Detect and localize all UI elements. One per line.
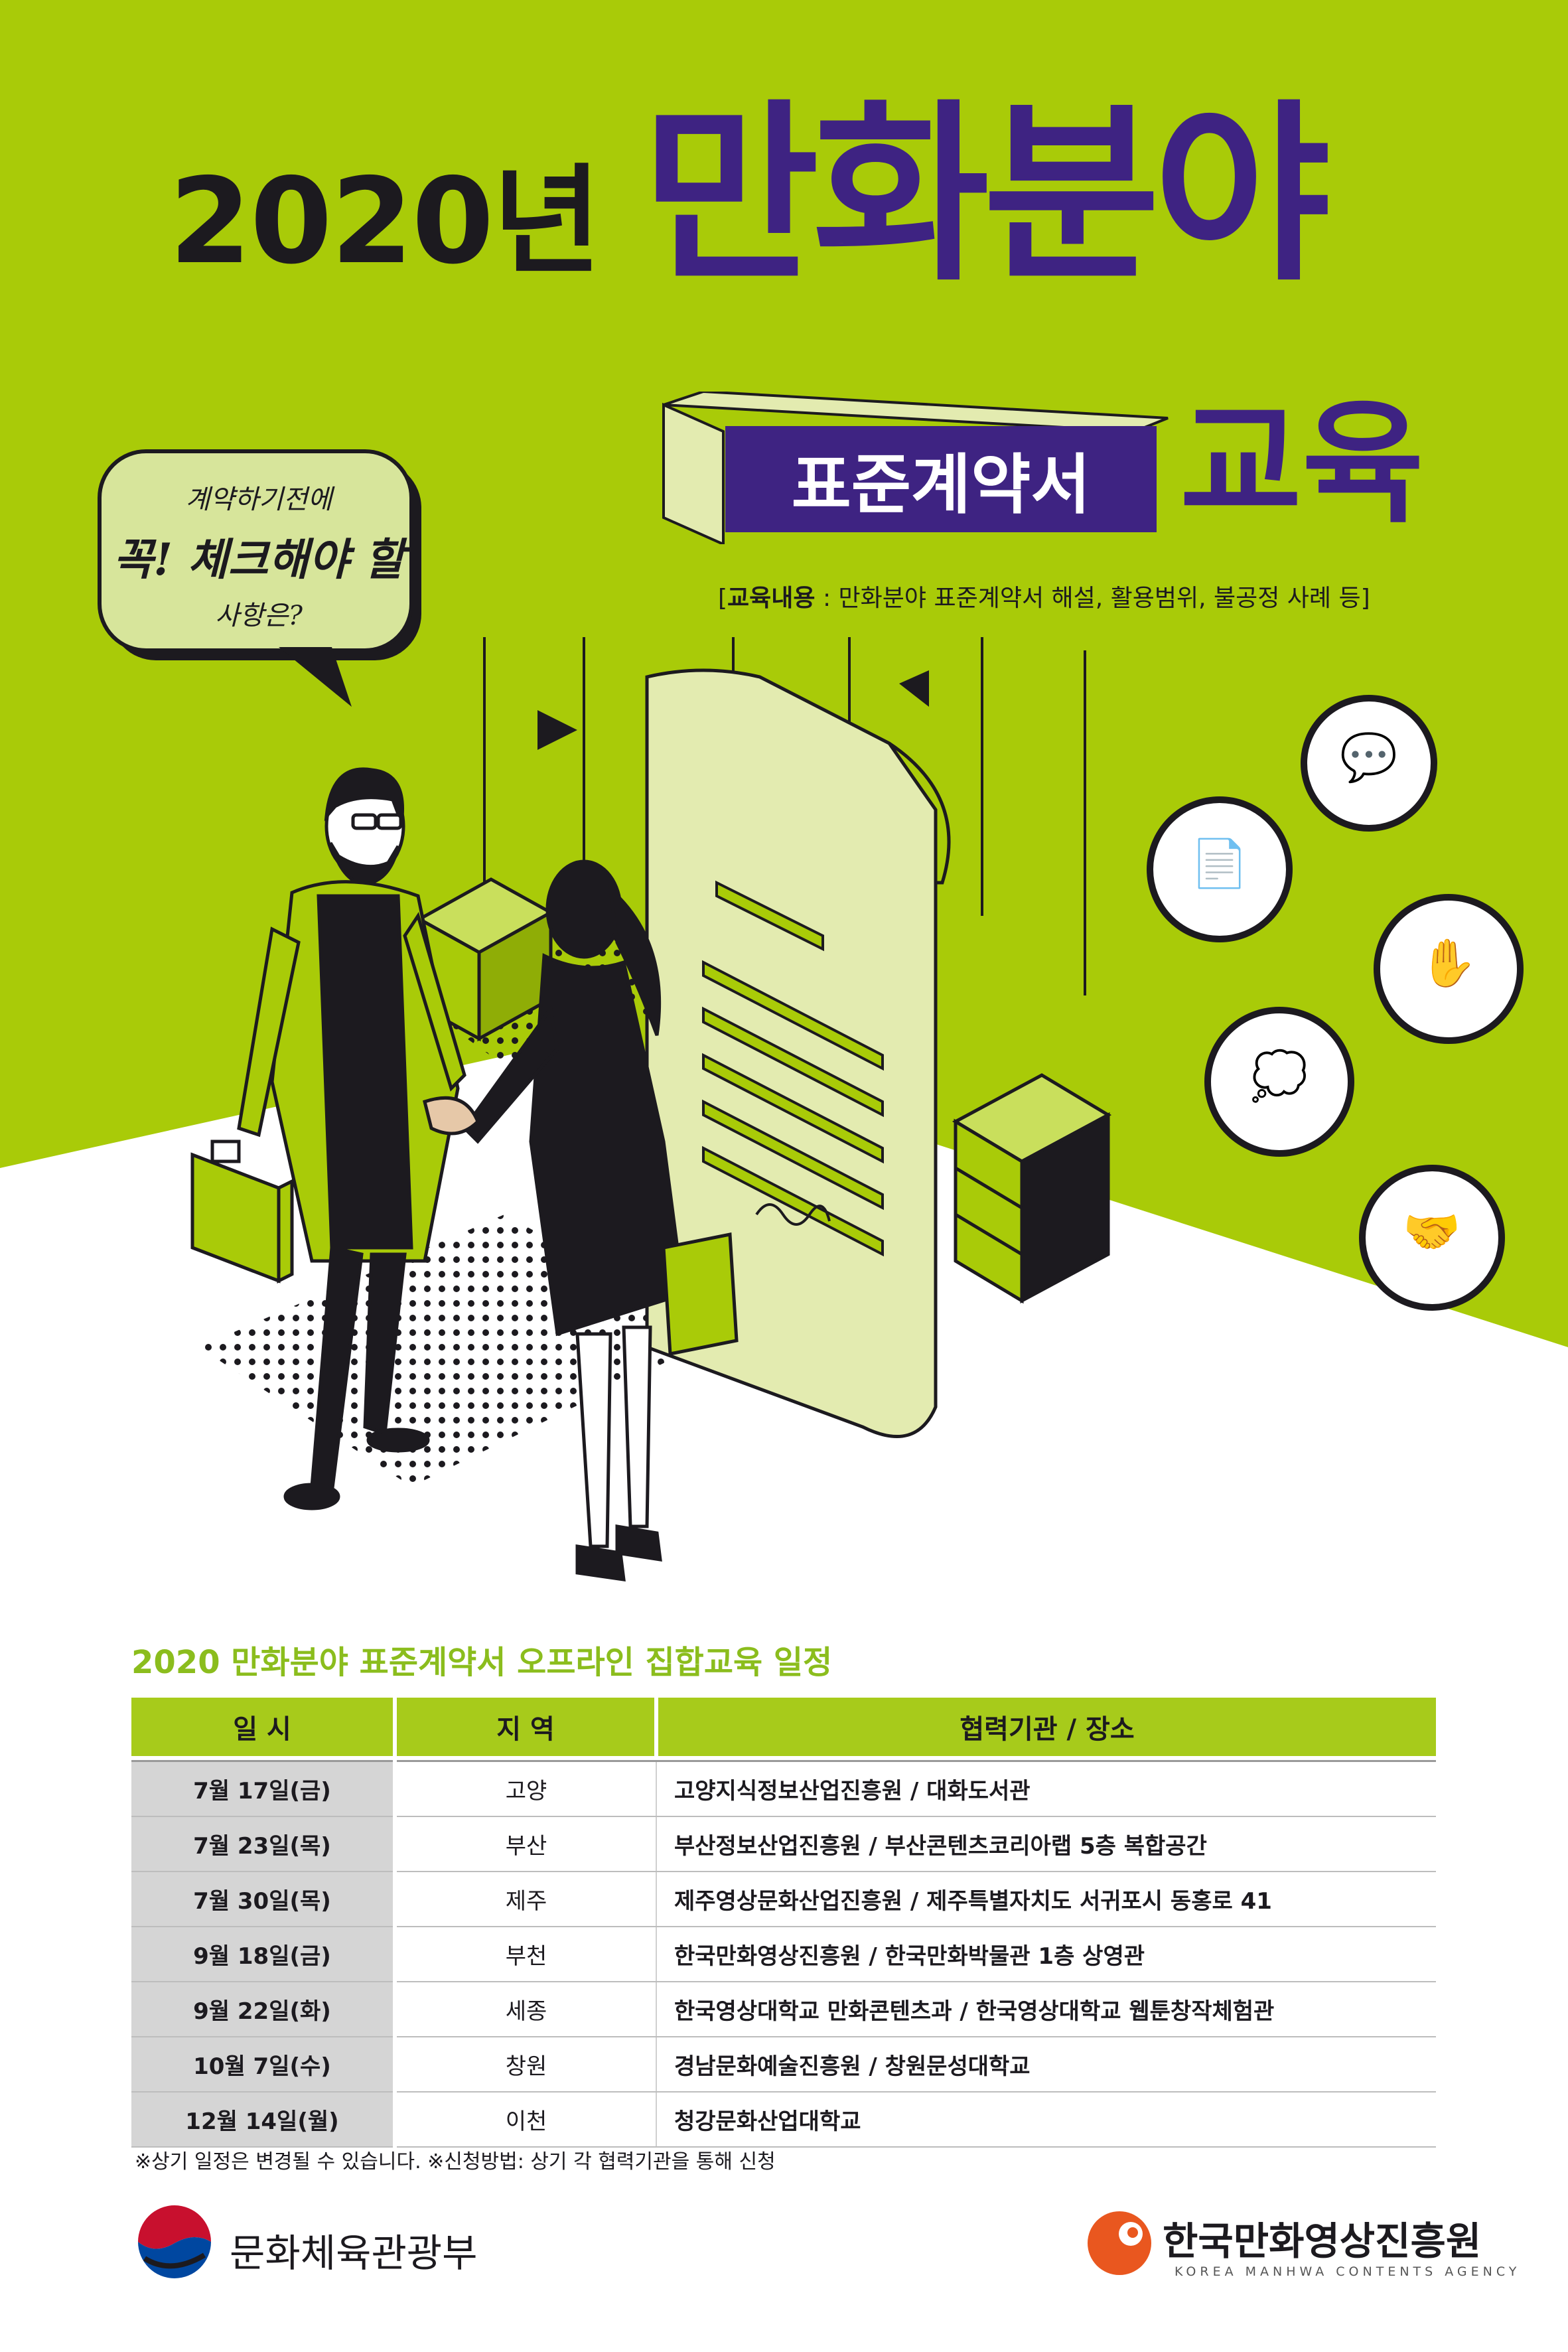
- row-region: 창원: [395, 2037, 657, 2093]
- speech-bubble: [98, 449, 421, 707]
- agency-logo: [1088, 2211, 1151, 2275]
- title-main: 만화분야: [642, 84, 1330, 307]
- discussion-icon: 💬: [1340, 730, 1398, 784]
- table-row: 7월 30일(목) 제주 제주영상문화산업진흥원 / 제주특별자치도 서귀포시 …: [131, 1872, 1436, 1927]
- row-date: 9월 22일(화): [131, 1982, 397, 2037]
- bubble-line-3: 사항은?: [215, 601, 303, 631]
- bubble-line-2: 꼭! 체크해야 할: [113, 534, 405, 585]
- education-content-text: : 만화분야 표준계약서 해설, 활용범위, 불공정 사례 등]: [815, 585, 1370, 612]
- row-date: 7월 30일(목): [131, 1872, 397, 1927]
- schedule-note: ※상기 일정은 변경될 수 있습니다. ※신청방법: 상기 각 협력기관을 통해…: [135, 2150, 776, 2173]
- table-row: 9월 18일(금) 부천 한국만화영상진흥원 / 한국만화박물관 1층 상영관: [131, 1927, 1436, 1982]
- row-region: 고양: [395, 1761, 657, 1817]
- government-emblem-logo: [135, 2205, 214, 2285]
- table-header-row: 일 시 지 역 협력기관 / 장소: [131, 1698, 1436, 1756]
- row-date: 10월 7일(수): [131, 2037, 397, 2093]
- document-meeting-icon: 📄: [1190, 836, 1249, 891]
- table-row: 7월 23일(목) 부산 부산정보산업진흥원 / 부산콘텐츠코리아랩 5층 복합…: [131, 1816, 1436, 1872]
- bubble-line-1: 계약하기전에: [185, 484, 332, 515]
- education-content: [교육내용 : 만화분야 표준계약서 해설, 활용범위, 불공정 사례 등]: [718, 585, 1370, 612]
- column-header-place: 협력기관 / 장소: [656, 1698, 1436, 1756]
- icon-circles: [1147, 695, 1524, 1311]
- table-row: 10월 7일(수) 창원 경남문화예술진흥원 / 창원문성대학교: [131, 2037, 1436, 2093]
- schedule-table: 일 시 지 역 협력기관 / 장소 7월 17일(금) 고양 고양지식정보산업진…: [131, 1698, 1436, 2148]
- row-date: 12월 14일(월): [131, 2092, 397, 2148]
- schedule-title: 2020 만화분야 표준계약서 오프라인 집합교육 일정: [131, 1644, 833, 1681]
- row-region: 부천: [395, 1927, 657, 1982]
- column-header-region: 지 역: [395, 1698, 658, 1756]
- cube: [415, 877, 555, 1042]
- row-place: 경남문화예술진흥원 / 창원문성대학교: [656, 2037, 1436, 2093]
- contract-label: 표준계약서: [725, 426, 1157, 532]
- table-row: 12월 14일(월) 이천 청강문화산업대학교: [131, 2092, 1436, 2148]
- row-region: 이천: [395, 2092, 657, 2148]
- row-place: 부산정보산업진흥원 / 부산콘텐츠코리아랩 5층 복합공간: [656, 1816, 1436, 1872]
- government-name: 문화체육관광부: [230, 2231, 478, 2276]
- table-row: 9월 22일(화) 세종 한국영상대학교 만화콘텐츠과 / 한국영상대학교 웹툰…: [131, 1982, 1436, 2037]
- stop-hand-icon: ✋: [1419, 936, 1478, 990]
- row-place: 고양지식정보산업진흥원 / 대화도서관: [656, 1761, 1436, 1817]
- column-header-date: 일 시: [131, 1698, 397, 1756]
- chat-icon: 💭: [1250, 1049, 1309, 1103]
- row-region: 제주: [395, 1872, 657, 1927]
- businesswoman: [423, 859, 739, 1581]
- wall-triangle: [537, 710, 577, 750]
- row-place: 청강문화산업대학교: [656, 2092, 1436, 2148]
- agency-name: 한국만화영상진흥원: [1163, 2219, 1482, 2264]
- row-place: 제주영상문화산업진흥원 / 제주특별자치도 서귀포시 동홍로 41: [656, 1872, 1436, 1927]
- title-year: 2020년: [169, 153, 601, 290]
- row-place: 한국영상대학교 만화콘텐츠과 / 한국영상대학교 웹툰창작체험관: [656, 1982, 1436, 2037]
- businessman: [190, 767, 466, 1510]
- agency-english-name: KOREA MANHWA CONTENTS AGENCY: [1175, 2264, 1521, 2279]
- pinky-promise-icon: 🤝: [1403, 1205, 1461, 1259]
- row-date: 7월 23일(목): [131, 1816, 397, 1872]
- wall-triangle: [899, 670, 929, 707]
- title-education: 교육: [1180, 387, 1425, 542]
- row-date: 7월 17일(금): [131, 1761, 397, 1817]
- row-place: 한국만화영상진흥원 / 한국만화박물관 1층 상영관: [656, 1927, 1436, 1982]
- wall-lines: [483, 637, 1086, 995]
- contract-label-box: [662, 392, 1169, 544]
- row-region: 세종: [395, 1982, 657, 2037]
- row-date: 9월 18일(금): [131, 1927, 397, 1982]
- row-region: 부산: [395, 1816, 657, 1872]
- education-content-label: 교육내용: [727, 585, 816, 612]
- table-row: 7월 17일(금) 고양 고양지식정보산업진흥원 / 대화도서관: [131, 1761, 1436, 1817]
- stacked-boxes: [952, 1073, 1112, 1304]
